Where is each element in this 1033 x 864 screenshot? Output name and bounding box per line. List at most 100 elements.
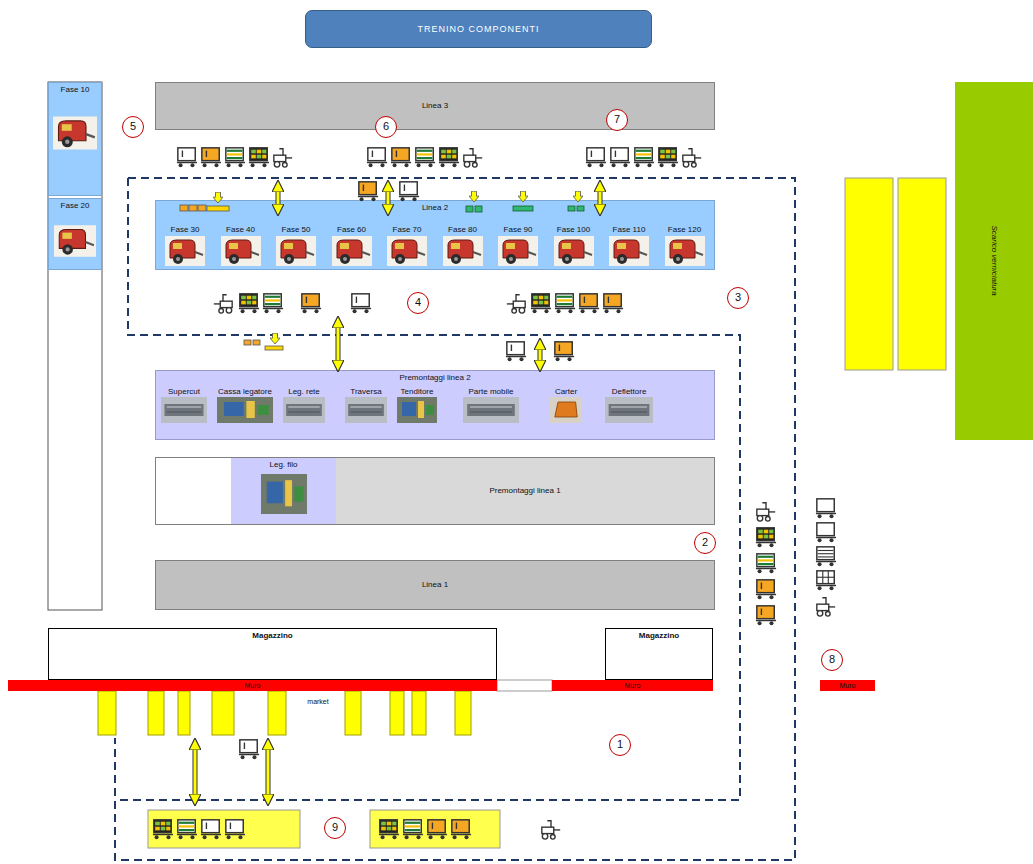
train-part <box>225 820 245 839</box>
callout-number: 4 <box>408 293 428 312</box>
station-box: Fase 110 <box>603 223 655 269</box>
double-arrow <box>540 344 541 366</box>
train-part <box>214 295 232 313</box>
train <box>214 294 371 313</box>
picture <box>156 458 231 524</box>
callout-number: 8 <box>822 650 842 669</box>
title-box: TRENINO COMPONENTI <box>305 10 652 48</box>
node-label: Leg. rete <box>288 387 320 396</box>
train-part <box>603 294 623 313</box>
station-box: Fase 50 <box>270 223 322 269</box>
storage-bars-part <box>845 178 893 370</box>
market-racks-part <box>178 691 190 735</box>
subassembly-box: Tenditore <box>393 385 441 439</box>
subassembly-box: Deflettore <box>601 385 657 439</box>
double-arrow-part <box>538 344 543 366</box>
picture <box>53 113 97 153</box>
station-box: Fase 100 <box>548 223 600 269</box>
component-marks-part <box>270 333 280 344</box>
node-label: Fase 120 <box>668 225 701 234</box>
wall-bar: Muro <box>8 680 497 691</box>
unloading-area: Scarico verniciatura <box>955 82 1033 440</box>
train-part <box>201 820 221 839</box>
station-box: Fase 70 <box>381 223 433 269</box>
market-racks <box>98 691 471 735</box>
component-marks-part <box>189 205 197 211</box>
train-part <box>756 528 776 547</box>
label-holder: market <box>307 698 328 706</box>
picture <box>221 236 261 266</box>
storage-bars <box>845 178 946 370</box>
picture <box>387 235 427 267</box>
picture <box>332 236 372 266</box>
component-marks-part <box>244 340 251 345</box>
train <box>367 148 482 167</box>
callout-circle: 8 <box>821 649 843 671</box>
callout-number: 9 <box>325 818 345 837</box>
production-line-band: Linea 2Fase 30Fase 40Fase 50Fase 60Fase … <box>155 200 715 270</box>
train-part <box>464 149 482 167</box>
component-marks-part <box>198 205 206 211</box>
callout-circle: 6 <box>375 116 397 138</box>
market-racks-part <box>268 691 286 735</box>
train-part <box>451 820 471 839</box>
double-arrow <box>268 744 269 800</box>
component-marks-part <box>573 191 583 202</box>
node-label: Deflettore <box>612 387 647 396</box>
train-part <box>757 503 775 521</box>
train <box>507 294 623 313</box>
production-line-band: Linea 1 <box>155 560 715 610</box>
component-marks <box>180 191 584 350</box>
cart-part <box>506 342 526 361</box>
cart-part <box>358 182 378 201</box>
component-marks-part <box>469 191 479 202</box>
picture <box>332 235 372 267</box>
train-part <box>658 148 678 167</box>
node-label: Parte mobile <box>469 387 514 396</box>
train-part <box>683 149 701 167</box>
train-part <box>427 820 447 839</box>
subassembly-box: Traversa <box>341 385 391 439</box>
train-route-part <box>115 178 795 860</box>
picture <box>217 397 273 423</box>
picture <box>283 397 325 423</box>
train-part <box>634 148 654 167</box>
picture <box>261 474 307 514</box>
market-racks-part <box>98 691 116 735</box>
train-part <box>542 821 560 839</box>
picture <box>463 397 519 423</box>
callout-circle: 5 <box>122 116 144 138</box>
component-marks-part <box>253 340 260 345</box>
callout-circle: 4 <box>407 292 429 314</box>
component-marks-part <box>513 206 533 211</box>
station-box: Fase 120 <box>659 223 711 269</box>
double-arrow-part <box>336 322 341 366</box>
train-part <box>816 547 836 566</box>
callout-number: 1 <box>610 735 630 754</box>
train-parking-part <box>148 810 300 848</box>
callout-circle: 2 <box>694 532 716 554</box>
picture <box>498 236 538 266</box>
node-label: Fase 20 <box>61 201 90 210</box>
train-part <box>586 148 606 167</box>
picture <box>443 235 483 267</box>
train-part <box>439 148 459 167</box>
node-label: Linea 3 <box>422 101 448 110</box>
cart-part <box>399 182 419 201</box>
picture <box>387 236 427 266</box>
node-label: Fase 90 <box>504 225 533 234</box>
cart <box>239 740 259 759</box>
node-label: Premontaggi linea 1 <box>489 486 560 495</box>
component-marks-part <box>265 346 283 350</box>
train-part <box>177 148 197 167</box>
train-part <box>756 606 776 625</box>
callout-number: 2 <box>695 533 715 552</box>
warehouse-box: Magazzino <box>48 628 497 680</box>
double-arrow-part <box>277 186 280 210</box>
train-part <box>507 295 525 313</box>
market-racks-part <box>390 691 404 735</box>
picture <box>161 397 207 423</box>
train-part <box>579 294 599 313</box>
station-box: Fase 10 <box>48 82 102 196</box>
